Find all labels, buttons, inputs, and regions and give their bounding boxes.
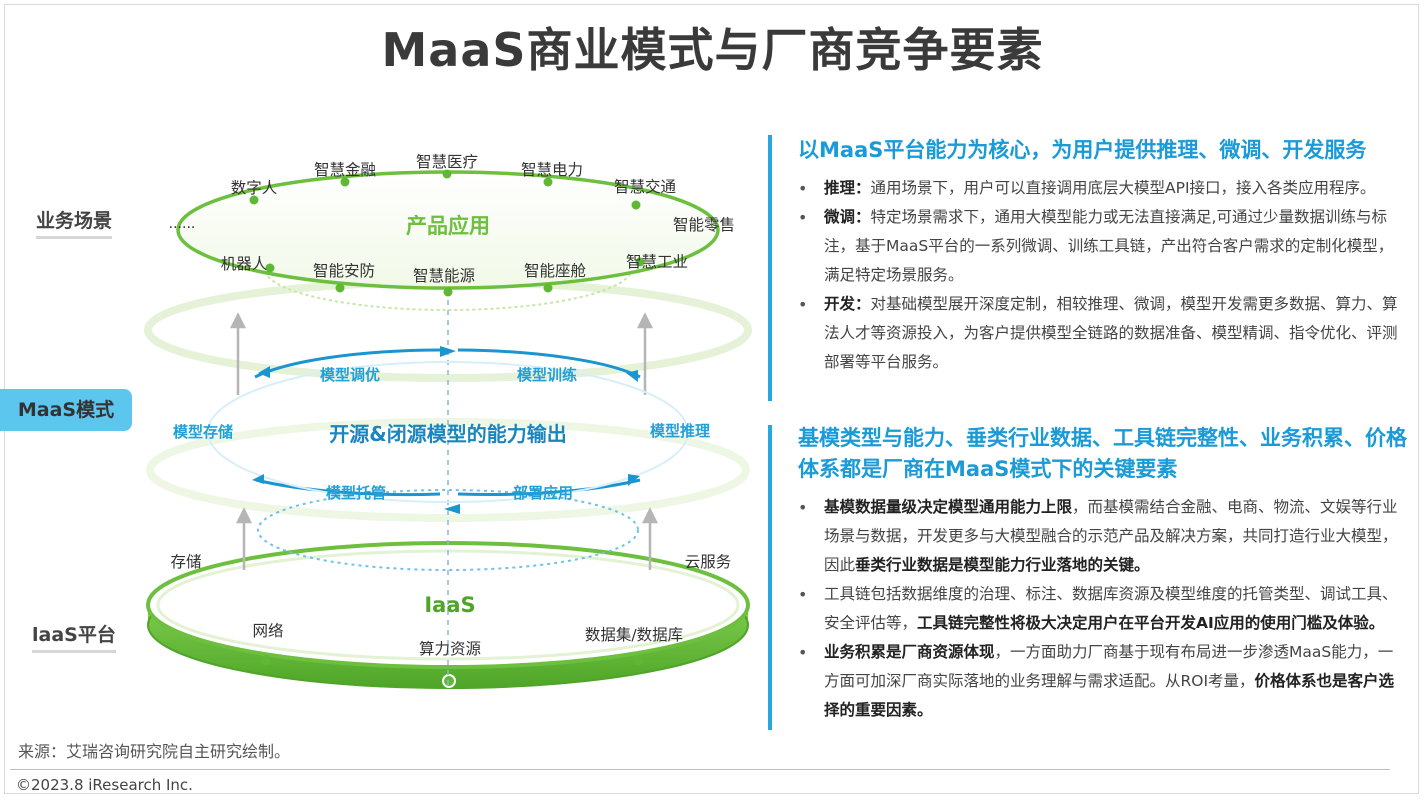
up-arrows (229, 312, 659, 570)
disc-node (261, 655, 271, 665)
factors-list: 基模数据量级决定模型通用能力上限，而基模需结合金融、电商、物流、文娱等行业场景与… (768, 493, 1408, 725)
list-item: 推理：通用场景下，用户可以直接调用底层大模型API接口，接入各类应用程序。 (798, 174, 1408, 203)
infra-label: 网络 (252, 622, 283, 640)
dotted-ring (257, 489, 639, 571)
bullet-bold: 业务积累是厂商资源体现 (824, 643, 995, 661)
footer-divider (10, 769, 1390, 770)
bullet-term: 推理： (824, 179, 871, 197)
bullet-text: 工具链包括数据维度的治理、标注、数据库资源及模型维度的托管类型、调试工具、安全评… (824, 585, 1398, 632)
middle-ring (207, 348, 689, 503)
scenario-label: 智慧能源 (413, 267, 475, 285)
infra-label: 数据集/数据库 (585, 626, 683, 644)
section-accent-bar (768, 135, 772, 401)
scenario-label: 智慧工业 (626, 253, 688, 271)
list-item: 基模数据量级决定模型通用能力上限，而基模需结合金融、电商、物流、文娱等行业场景与… (798, 493, 1408, 580)
capability-label: 模型托管 (326, 484, 386, 502)
bullet-bold: 工具链完整性将极大决定用户在平台开发AI应用的使用门槛及体验。 (917, 614, 1385, 632)
scenario-label: 智慧金融 (314, 161, 376, 179)
list-item: 工具链包括数据维度的治理、标注、数据库资源及模型维度的托管类型、调试工具、安全评… (798, 580, 1408, 638)
bullet-text: 对基础模型展开深度定制，相较推理、微调，模型开发需更多数据、算力、算法人才等资源… (824, 295, 1398, 371)
bullet-text: 特定场景需求下，通用大模型能力或无法直接满足,可通过少量数据训练与标注，基于Ma… (824, 208, 1394, 284)
layer-label-text: laaS平台 (32, 624, 116, 646)
layer-label-business: 业务场景 (36, 206, 113, 239)
maas-diagram: 产品应用 数字人 智慧金融 智慧医疗 智慧电力 智慧交通 智能零售 ......… (144, 153, 752, 690)
disc-node (442, 674, 456, 688)
scenario-label: 智能座舱 (524, 262, 587, 280)
layer-label-text: 业务场景 (36, 210, 113, 232)
page-title: MaaS商业模式与厂商竞争要素 (381, 23, 1044, 77)
disc-node (633, 655, 643, 665)
scenario-label: 数字人 (231, 179, 278, 197)
top-ring (176, 169, 720, 311)
scenario-label: 智慧电力 (521, 161, 583, 179)
source-note: 来源：艾瑞咨询研究院自主研究绘制。 (18, 742, 291, 761)
bullet-term: 开发： (824, 295, 871, 313)
layer-label-maas: MaaS模式 (0, 389, 132, 431)
scenario-label: 智慧交通 (614, 178, 677, 196)
list-item: 业务积累是厂商资源体现，一方面助力厂商基于现有布局进一步渗透MaaS能力，一方面… (798, 638, 1408, 725)
capability-label: 模型调优 (320, 366, 380, 384)
bullet-text: ，而基模需结合金融、电商、物流、文娱等行业场景与数据，开发更多与大模型融合的示范… (824, 498, 1398, 574)
list-item: 微调：特定场景需求下，通用大模型能力或无法直接满足,可通过少量数据训练与标注，基… (798, 203, 1408, 290)
bullet-text: 通用场景下，用户可以直接调用底层大模型API接口，接入各类应用程序。 (870, 179, 1376, 197)
list-item: 开发：对基础模型展开深度定制，相较推理、微调，模型开发需更多数据、算力、算法人才… (798, 290, 1408, 377)
flow-arrows (252, 346, 640, 514)
section-key-factors: 基模类型与能力、垂类行业数据、工具链完整性、业务积累、价格体系都是厂商在MaaS… (768, 423, 1408, 730)
infra-label: 云服务 (685, 553, 732, 571)
top-ring-center-label: 产品应用 (406, 214, 490, 238)
capability-label: 模型训练 (517, 366, 577, 384)
scenario-label: 机器人 (221, 255, 268, 273)
section-accent-bar (768, 425, 772, 730)
bullet-bold: 基模数据量级决定模型通用能力上限 (824, 498, 1073, 516)
middle-ring-center-label: 开源&闭源模型的能力输出 (329, 422, 566, 446)
infra-label: 存储 (170, 553, 201, 571)
bullet-bold: 价格体系也是客户选择的重要因素。 (824, 672, 1395, 719)
bullet-term: 微调： (824, 208, 871, 226)
bullet-text: ，一方面助力厂商基于现有布局进一步渗透MaaS能力，一方面可加深厂商实际落地的业… (824, 643, 1394, 690)
capability-label: 部署应用 (513, 484, 573, 502)
bullet-bold: 垂类行业数据是模型能力行业落地的关键。 (855, 556, 1150, 574)
infra-label: 算力资源 (419, 639, 481, 658)
capability-label: 模型推理 (650, 422, 710, 440)
scenario-label: 智能安防 (313, 262, 375, 280)
scenario-label: 智慧医疗 (416, 153, 478, 171)
copyright: ©2023.8 iResearch Inc. (16, 776, 193, 794)
services-list: 推理：通用场景下，用户可以直接调用底层大模型API接口，接入各类应用程序。 微调… (768, 174, 1408, 377)
layer-label-iaas: laaS平台 (32, 620, 116, 653)
scenario-ellipsis: ...... (169, 216, 196, 232)
scenario-label: 智能零售 (673, 216, 735, 234)
section-heading: 以MaaS平台能力为核心，为用户提供推理、微调、开发服务 (798, 138, 1367, 162)
section-heading: 基模类型与能力、垂类行业数据、工具链完整性、业务积累、价格体系都是厂商在MaaS… (798, 426, 1407, 481)
capability-label: 模型存储 (173, 423, 233, 441)
section-services: 以MaaS平台能力为核心，为用户提供推理、微调、开发服务 推理：通用场景下，用户… (768, 135, 1408, 401)
iaas-center-label: IaaS (424, 593, 475, 617)
